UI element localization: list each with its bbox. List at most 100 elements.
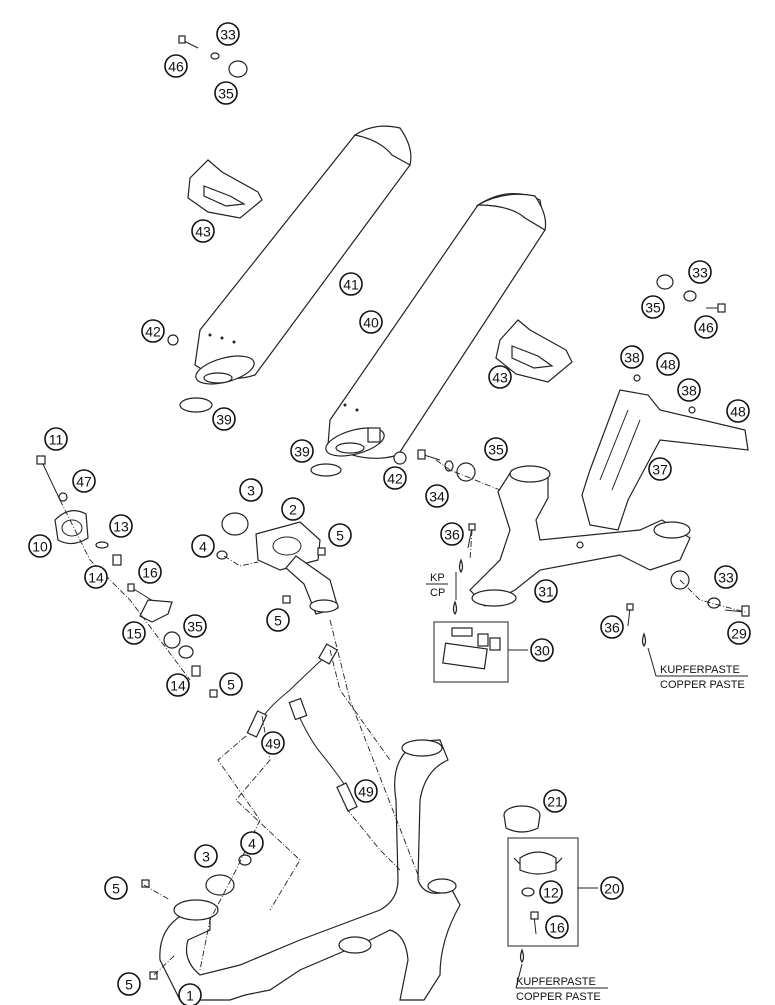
callout-33: 33 [714,565,738,589]
bracket-43-upper [187,159,263,219]
paste-drop-c [641,632,647,648]
spacer-14-b [191,665,201,677]
callout-circle [677,378,701,402]
callout-label: 30 [534,643,550,659]
rubber-35-top [228,60,248,78]
note-cp: CP [430,587,445,599]
callout-label: 46 [168,59,184,75]
sensor-49-b [288,697,358,812]
screw-46-right [706,303,726,313]
rubber-35-right [656,274,674,290]
kit-30-pad-b [489,637,501,651]
callout-circle [109,514,133,538]
y-pipe-31 [469,465,691,607]
callout-circle [694,315,718,339]
callout-circle [212,407,236,431]
callout-5: 5 [266,608,290,632]
callout-label: 49 [358,784,374,800]
callout-33: 33 [688,260,712,284]
callout-label: 15 [126,626,142,642]
note-kp: KP [430,572,445,584]
callout-circle [656,352,680,376]
rubber-35-left-b [178,645,194,659]
callout-label: 39 [294,444,310,460]
callout-circle [641,295,665,319]
callout-49: 49 [261,731,285,755]
paste-drop-a [458,558,464,574]
parts-layer [36,35,750,1001]
callout-36: 36 [440,522,464,546]
callout-circle [191,219,215,243]
callout-29: 29 [727,621,751,645]
callout-circle [166,673,190,697]
kit-30-pad-a [477,633,489,647]
callout-31: 31 [534,579,558,603]
callout-circle [648,457,672,481]
callout-4: 4 [240,831,264,855]
callout-label: 43 [492,370,508,386]
callout-21: 21 [543,789,567,813]
callout-circle [104,876,128,900]
washer-13 [95,541,109,549]
callout-label: 11 [49,432,64,448]
callout-circle [266,608,290,632]
callout-16: 16 [545,915,569,939]
callout-34: 34 [425,484,449,508]
washer-33-right [683,290,697,302]
callout-circle [178,983,202,1005]
nut-5-left [209,689,218,698]
callout-43: 43 [488,365,512,389]
callout-label: 38 [681,383,697,399]
callout-circle [339,272,363,296]
callout-14: 14 [84,565,108,589]
sleeve-21-body [503,814,541,833]
callout-label: 29 [731,626,747,642]
callout-label: 16 [142,565,158,581]
callout-circle [600,876,624,900]
callout-label: 31 [538,584,554,600]
callout-circle [281,497,305,521]
callout-48: 48 [656,352,680,376]
clamp-10 [54,510,89,545]
callout-circle [214,81,238,105]
callout-label: 3 [202,849,210,865]
rubber-35-left [163,631,181,649]
callout-35: 35 [183,614,207,638]
callout-circle [164,54,188,78]
muffler-41 [194,125,412,385]
callout-label: 1 [186,988,194,1004]
note-kupferpaste-1: KUPFERPASTE [660,664,740,676]
callout-label: 34 [429,489,445,505]
callout-33: 33 [216,22,240,46]
note-kupferpaste-2: KUPFERPASTE [516,976,596,988]
callout-label: 13 [113,519,129,535]
callout-circle [688,260,712,284]
callout-35: 35 [484,437,508,461]
nut-42-upper [167,334,179,346]
note-copper-paste-2: COPPER PASTE [516,991,601,1003]
callout-5: 5 [104,876,128,900]
callout-label: 42 [145,324,161,340]
callout-1: 1 [178,983,202,1005]
callout-circle [117,972,141,996]
callout-3: 3 [194,844,218,868]
callout-39: 39 [290,439,314,463]
bracket-15 [139,599,173,623]
callout-label: 41 [343,277,359,293]
nut-4-upper [216,550,228,560]
callout-circle [354,779,378,803]
callout-label: 49 [265,736,281,752]
kit-20-box [507,837,579,947]
nut-42-lower [393,451,407,465]
nut-12 [521,887,535,897]
callout-35: 35 [641,295,665,319]
callout-label: 47 [76,474,92,490]
callout-15: 15 [122,621,146,645]
callout-label: 36 [604,620,620,636]
callout-label: 16 [549,920,565,936]
callout-42: 42 [383,466,407,490]
callout-circle [539,880,563,904]
callout-circle [530,638,554,662]
screw-46-top [178,35,199,49]
callout-38: 38 [620,345,644,369]
